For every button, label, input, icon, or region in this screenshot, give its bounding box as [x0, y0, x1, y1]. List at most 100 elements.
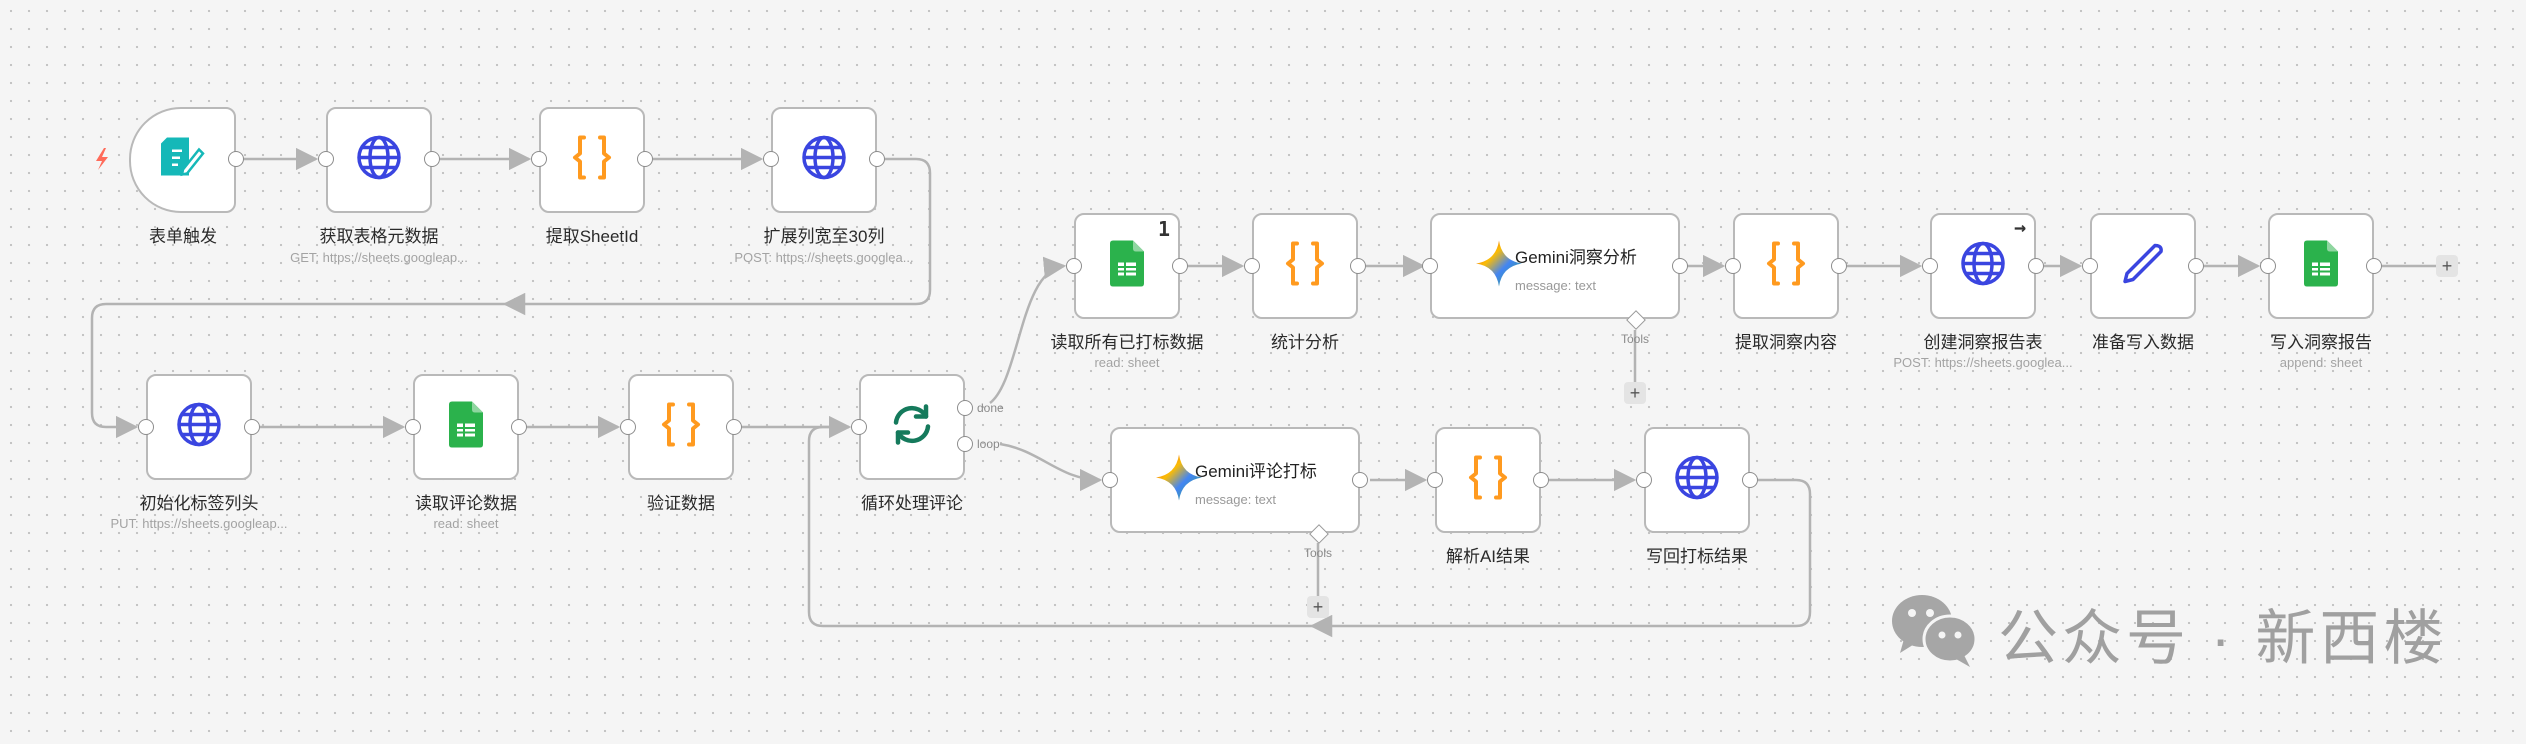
gemini-icon: [1476, 240, 1522, 292]
input-port[interactable]: [318, 151, 334, 167]
input-port[interactable]: [1427, 472, 1443, 488]
input-port[interactable]: [851, 419, 867, 435]
output-port[interactable]: [2028, 258, 2044, 274]
trigger-bolt-icon: [96, 148, 108, 170]
add-tool-button[interactable]: +: [1307, 596, 1329, 618]
output-port[interactable]: [2366, 258, 2382, 274]
add-tool-button[interactable]: +: [1624, 382, 1646, 404]
node-label: 写入洞察报告: [2270, 333, 2372, 352]
input-port[interactable]: [1102, 472, 1118, 488]
code-braces-icon: [570, 135, 614, 186]
input-port[interactable]: [1636, 472, 1652, 488]
input-port[interactable]: [1244, 258, 1260, 274]
node-label: 读取评论数据: [415, 494, 517, 513]
node-label: 获取表格元数据: [319, 227, 439, 246]
output-port[interactable]: [1672, 258, 1688, 274]
google-sheets-icon: [2304, 240, 2338, 292]
output-port[interactable]: [726, 419, 742, 435]
node-label: 准备写入数据: [2092, 333, 2194, 352]
node-extract-sheetid[interactable]: [539, 107, 645, 213]
node-parse-ai[interactable]: [1435, 427, 1541, 533]
globe-icon: [1674, 455, 1720, 506]
watermark-text: 公众号 · 新西楼: [1998, 605, 2448, 672]
output-port[interactable]: [637, 151, 653, 167]
node-subtitle: message: text: [1195, 492, 1276, 507]
node-init-header[interactable]: [146, 374, 252, 480]
input-port[interactable]: [531, 151, 547, 167]
output-port[interactable]: [869, 151, 885, 167]
input-port[interactable]: [1422, 258, 1438, 274]
node-write-back[interactable]: [1644, 427, 1750, 533]
input-port[interactable]: [405, 419, 421, 435]
output-port[interactable]: [1533, 472, 1549, 488]
input-port[interactable]: [1725, 258, 1741, 274]
node-subtitle: GET: https://sheets.googleap...: [290, 250, 468, 265]
node-label: 读取所有已打标数据: [1050, 333, 1204, 352]
gemini-icon: [1156, 454, 1202, 506]
node-label: 初始化标签列头: [139, 494, 259, 513]
node-get-meta[interactable]: [326, 107, 432, 213]
node-gemini-insight[interactable]: Gemini洞察分析 message: text: [1430, 213, 1680, 319]
output-port[interactable]: [1742, 472, 1758, 488]
node-validate[interactable]: [628, 374, 734, 480]
done-output-port[interactable]: [957, 400, 973, 416]
edge-loop-to-gemini-tag: [999, 442, 1103, 492]
google-sheets-icon: [1110, 240, 1144, 292]
output-port[interactable]: [424, 151, 440, 167]
node-label: 写回打标结果: [1646, 547, 1748, 566]
code-braces-icon: [1466, 455, 1510, 506]
node-subtitle: read: sheet: [433, 516, 499, 531]
node-subtitle: POST: https://sheets.googlea...: [734, 250, 914, 265]
tools-label: Tools: [1620, 332, 1650, 346]
node-extract-insight[interactable]: [1733, 213, 1839, 319]
output-port[interactable]: [511, 419, 527, 435]
node-label: 统计分析: [1271, 333, 1339, 352]
node-create-report[interactable]: →: [1930, 213, 2036, 319]
input-port[interactable]: [620, 419, 636, 435]
node-label: 表单触发: [149, 227, 217, 246]
output-port[interactable]: [1831, 258, 1847, 274]
node-loop[interactable]: [859, 374, 965, 480]
loop-icon: [890, 403, 934, 452]
node-gemini-tag[interactable]: Gemini评论打标 message: text: [1110, 427, 1360, 533]
code-braces-icon: [1764, 241, 1808, 292]
output-port[interactable]: [244, 419, 260, 435]
wechat-icon: [1890, 593, 1980, 674]
globe-icon: [356, 135, 402, 186]
node-form-trigger[interactable]: [129, 107, 236, 213]
node-subtitle: PUT: https://sheets.googleap...: [110, 516, 288, 531]
done-port-label: done: [977, 401, 1004, 415]
globe-icon: [1960, 241, 2006, 292]
edge-done-to-read-all: [989, 256, 1067, 404]
output-port[interactable]: [1350, 258, 1366, 274]
node-label: 验证数据: [647, 494, 715, 513]
loop-output-port[interactable]: [957, 436, 973, 452]
node-subtitle: message: text: [1515, 278, 1596, 293]
node-write-report[interactable]: [2268, 213, 2374, 319]
input-port[interactable]: [138, 419, 154, 435]
loop-port-label: loop: [977, 437, 1000, 451]
output-port[interactable]: [1172, 258, 1188, 274]
node-read-all-tagged[interactable]: 1: [1074, 213, 1180, 319]
input-port[interactable]: [1922, 258, 1938, 274]
input-port[interactable]: [2260, 258, 2276, 274]
node-read-comments[interactable]: [413, 374, 519, 480]
output-port[interactable]: [228, 151, 244, 167]
node-stats[interactable]: [1252, 213, 1358, 319]
node-expand-columns[interactable]: [771, 107, 877, 213]
input-port[interactable]: [2082, 258, 2098, 274]
output-port[interactable]: [2188, 258, 2204, 274]
tools-label: Tools: [1303, 546, 1333, 560]
output-port[interactable]: [1352, 472, 1368, 488]
node-label: 创建洞察报告表: [1923, 333, 2043, 352]
add-node-button[interactable]: +: [2436, 255, 2458, 277]
input-port[interactable]: [1066, 258, 1082, 274]
node-prepare-write[interactable]: [2090, 213, 2196, 319]
node-title: Gemini洞察分析: [1515, 248, 1637, 267]
edge-writeback-to-loop: [807, 425, 1812, 628]
node-subtitle: append: sheet: [2279, 355, 2363, 370]
code-braces-icon: [659, 402, 703, 453]
count-badge: 1: [1157, 217, 1170, 241]
input-port[interactable]: [763, 151, 779, 167]
